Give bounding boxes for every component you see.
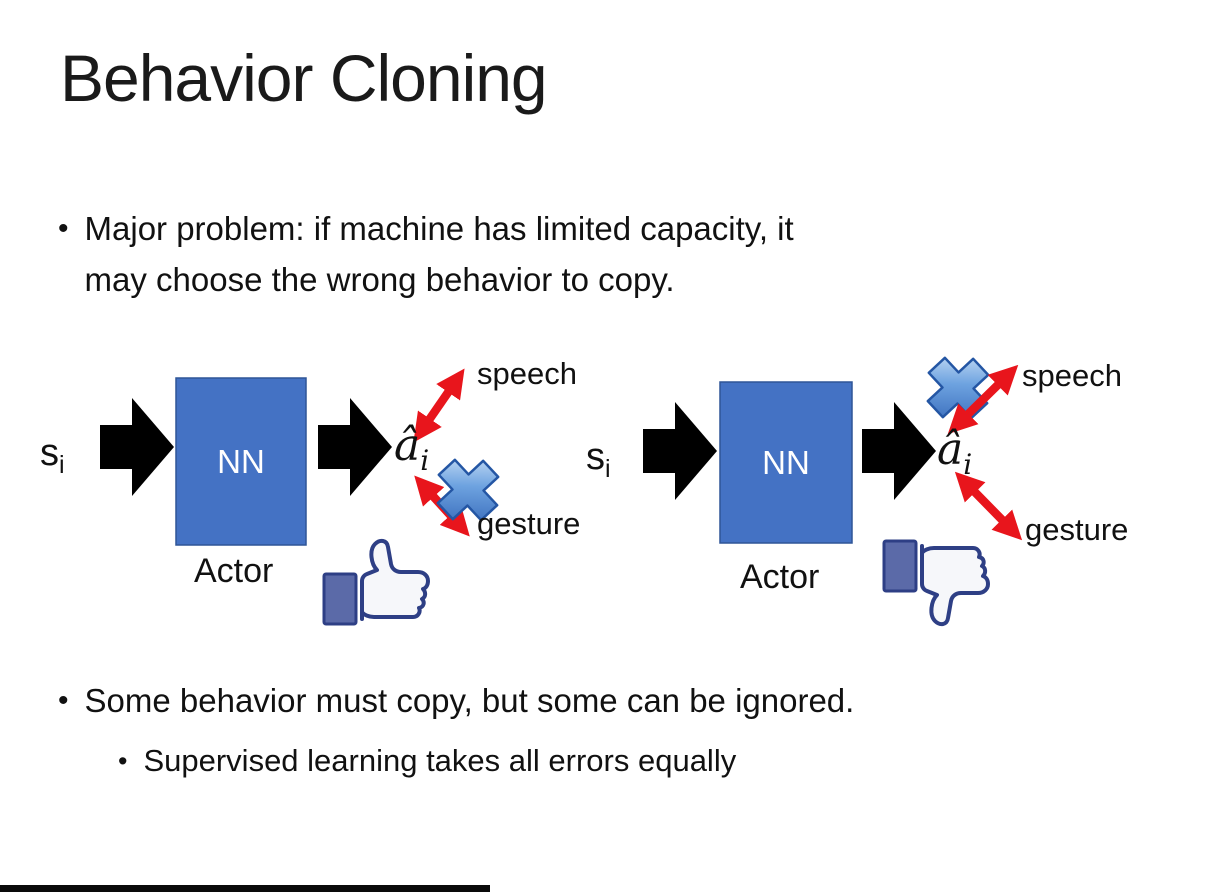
diagram-left-canvas (100, 368, 500, 626)
bullet-supervised-learning: • Supervised learning takes all errors e… (118, 737, 736, 785)
bullet-text: Major problem: if machine has limited ca… (85, 203, 794, 305)
bullet-line: may choose the wrong behavior to copy. (84, 261, 675, 298)
input-state-label: si (586, 436, 611, 483)
thumbs-down-icon (882, 539, 990, 627)
output-flow-arrow-icon (318, 398, 392, 496)
output-action-label: âi (937, 424, 973, 481)
speech-label: speech (1022, 358, 1122, 393)
speech-double-arrow-icon (413, 368, 465, 443)
bullet-some-behavior: • Some behavior must copy, but some can … (58, 675, 854, 726)
nn-label: NN (217, 442, 265, 480)
diagram-right: si NN âi speech gesture Actor (548, 340, 1210, 640)
actor-caption: Actor (194, 552, 274, 590)
bullet-text: Supervised learning takes all errors equ… (143, 743, 737, 778)
bullet-marker: • (58, 212, 69, 245)
thumbs-up-icon (322, 538, 430, 626)
bullet-line: Major problem: if machine has limited ca… (84, 210, 794, 247)
bullet-major-problem: • Major problem: if machine has limited … (58, 203, 794, 305)
diagram-left: si NN âi speech gesture Actor (0, 340, 610, 640)
actor-caption: Actor (740, 558, 820, 596)
diagram-right-canvas (643, 356, 1023, 627)
speech-label: speech (477, 356, 577, 391)
bullet-marker: • (58, 684, 69, 717)
output-action-label: âi (394, 420, 430, 477)
gesture-double-arrow-icon (954, 471, 1023, 541)
gesture-label: gesture (1025, 512, 1129, 547)
input-flow-arrow-icon (643, 402, 717, 500)
speech-double-arrow-icon (947, 364, 1019, 435)
input-flow-arrow-icon (100, 398, 174, 496)
bottom-black-bar (0, 885, 490, 892)
bullet-marker: • (118, 746, 128, 776)
gesture-label: gesture (477, 506, 581, 541)
bullet-text: Some behavior must copy, but some can be… (84, 682, 855, 719)
input-state-label: si (40, 432, 65, 479)
nn-box (175, 377, 307, 546)
page-title: Behavior Cloning (60, 41, 548, 115)
output-flow-arrow-icon (862, 402, 936, 500)
nn-label: NN (762, 443, 810, 481)
nn-box (719, 381, 853, 544)
cross-out-icon (436, 458, 500, 522)
